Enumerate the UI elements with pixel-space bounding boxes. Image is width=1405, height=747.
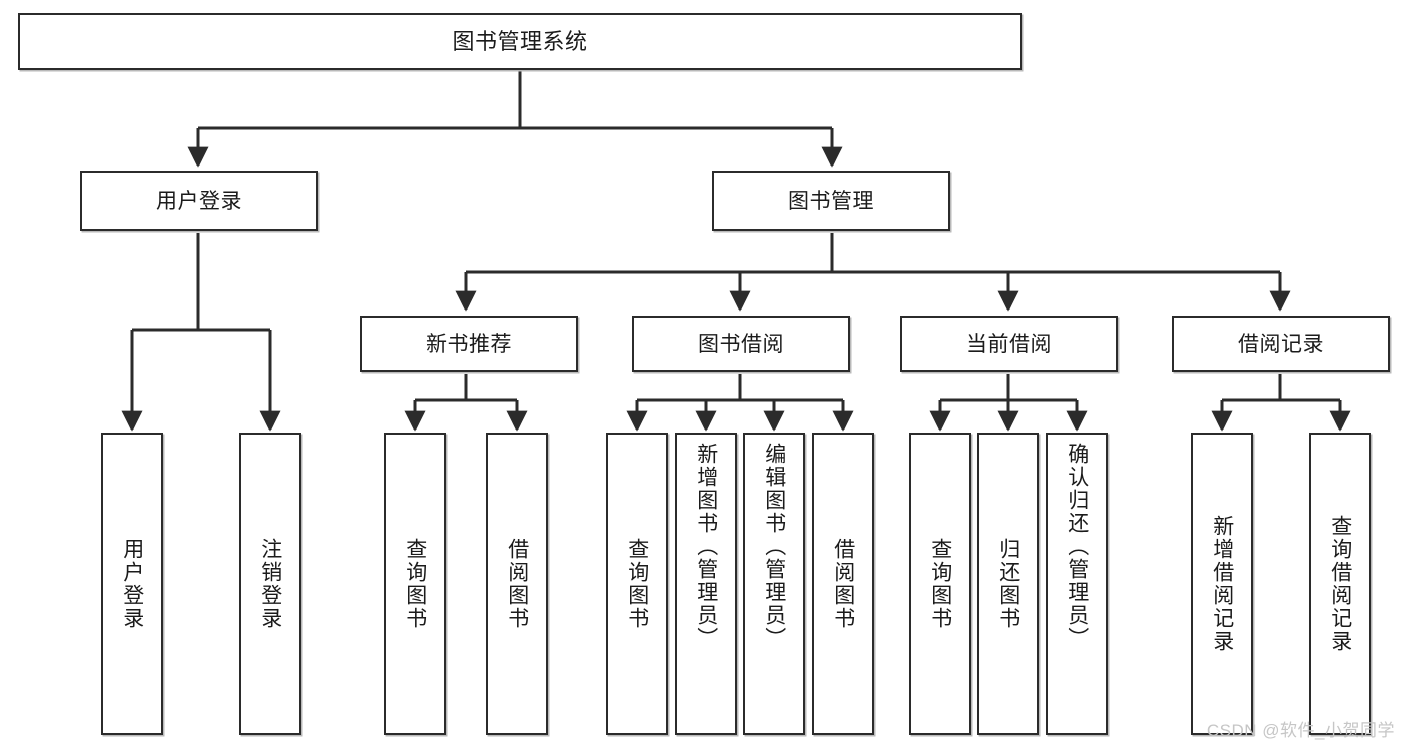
node-label: 新增借阅记录 xyxy=(1210,515,1234,653)
node-new-book-recommend[interactable]: 新书推荐 xyxy=(360,316,578,372)
node-label: 当前借阅 xyxy=(966,332,1052,356)
node-current-borrow[interactable]: 当前借阅 xyxy=(900,316,1118,372)
leaf-record-query-record[interactable]: 查询借阅记录 xyxy=(1309,433,1371,735)
node-label: 新增图书（管理员） xyxy=(694,443,718,650)
leaf-new-book-borrow[interactable]: 借阅图书 xyxy=(486,433,548,735)
node-label: 确认归还（管理员） xyxy=(1065,443,1089,650)
node-root-system[interactable]: 图书管理系统 xyxy=(18,13,1022,70)
node-label: 图书管理 xyxy=(788,189,874,213)
leaf-borrow-edit-book-admin[interactable]: 编辑图书（管理员） xyxy=(743,433,805,735)
leaf-current-query-book[interactable]: 查询图书 xyxy=(909,433,971,735)
node-label: 用户登录 xyxy=(120,538,144,630)
node-label: 编辑图书（管理员） xyxy=(762,443,786,650)
leaf-current-return-book[interactable]: 归还图书 xyxy=(977,433,1039,735)
node-label: 查询借阅记录 xyxy=(1328,515,1352,653)
node-label: 注销登录 xyxy=(258,538,282,630)
node-label: 查询图书 xyxy=(625,538,649,630)
node-book-borrow[interactable]: 图书借阅 xyxy=(632,316,850,372)
node-label: 借阅记录 xyxy=(1238,332,1324,356)
node-label: 借阅图书 xyxy=(505,538,529,630)
leaf-borrow-borrow-book[interactable]: 借阅图书 xyxy=(812,433,874,735)
node-label: 新书推荐 xyxy=(426,332,512,356)
node-label: 查询图书 xyxy=(928,538,952,630)
watermark-text: CSDN @软件_小贺同学 xyxy=(1206,721,1395,740)
node-label: 借阅图书 xyxy=(831,538,855,630)
node-label: 图书借阅 xyxy=(698,332,784,356)
node-label: 查询图书 xyxy=(403,538,427,630)
leaf-record-add-record[interactable]: 新增借阅记录 xyxy=(1191,433,1253,735)
leaf-borrow-add-book-admin[interactable]: 新增图书（管理员） xyxy=(675,433,737,735)
node-user-login[interactable]: 用户登录 xyxy=(80,171,318,231)
node-label: 用户登录 xyxy=(156,189,242,213)
leaf-user-login-signin[interactable]: 用户登录 xyxy=(101,433,163,735)
leaf-current-confirm-return-admin[interactable]: 确认归还（管理员） xyxy=(1046,433,1108,735)
node-label: 归还图书 xyxy=(996,538,1020,630)
leaf-new-book-query[interactable]: 查询图书 xyxy=(384,433,446,735)
leaf-borrow-query-book[interactable]: 查询图书 xyxy=(606,433,668,735)
leaf-user-login-signout[interactable]: 注销登录 xyxy=(239,433,301,735)
node-label: 图书管理系统 xyxy=(452,28,588,54)
node-borrow-record[interactable]: 借阅记录 xyxy=(1172,316,1390,372)
node-book-management[interactable]: 图书管理 xyxy=(712,171,950,231)
